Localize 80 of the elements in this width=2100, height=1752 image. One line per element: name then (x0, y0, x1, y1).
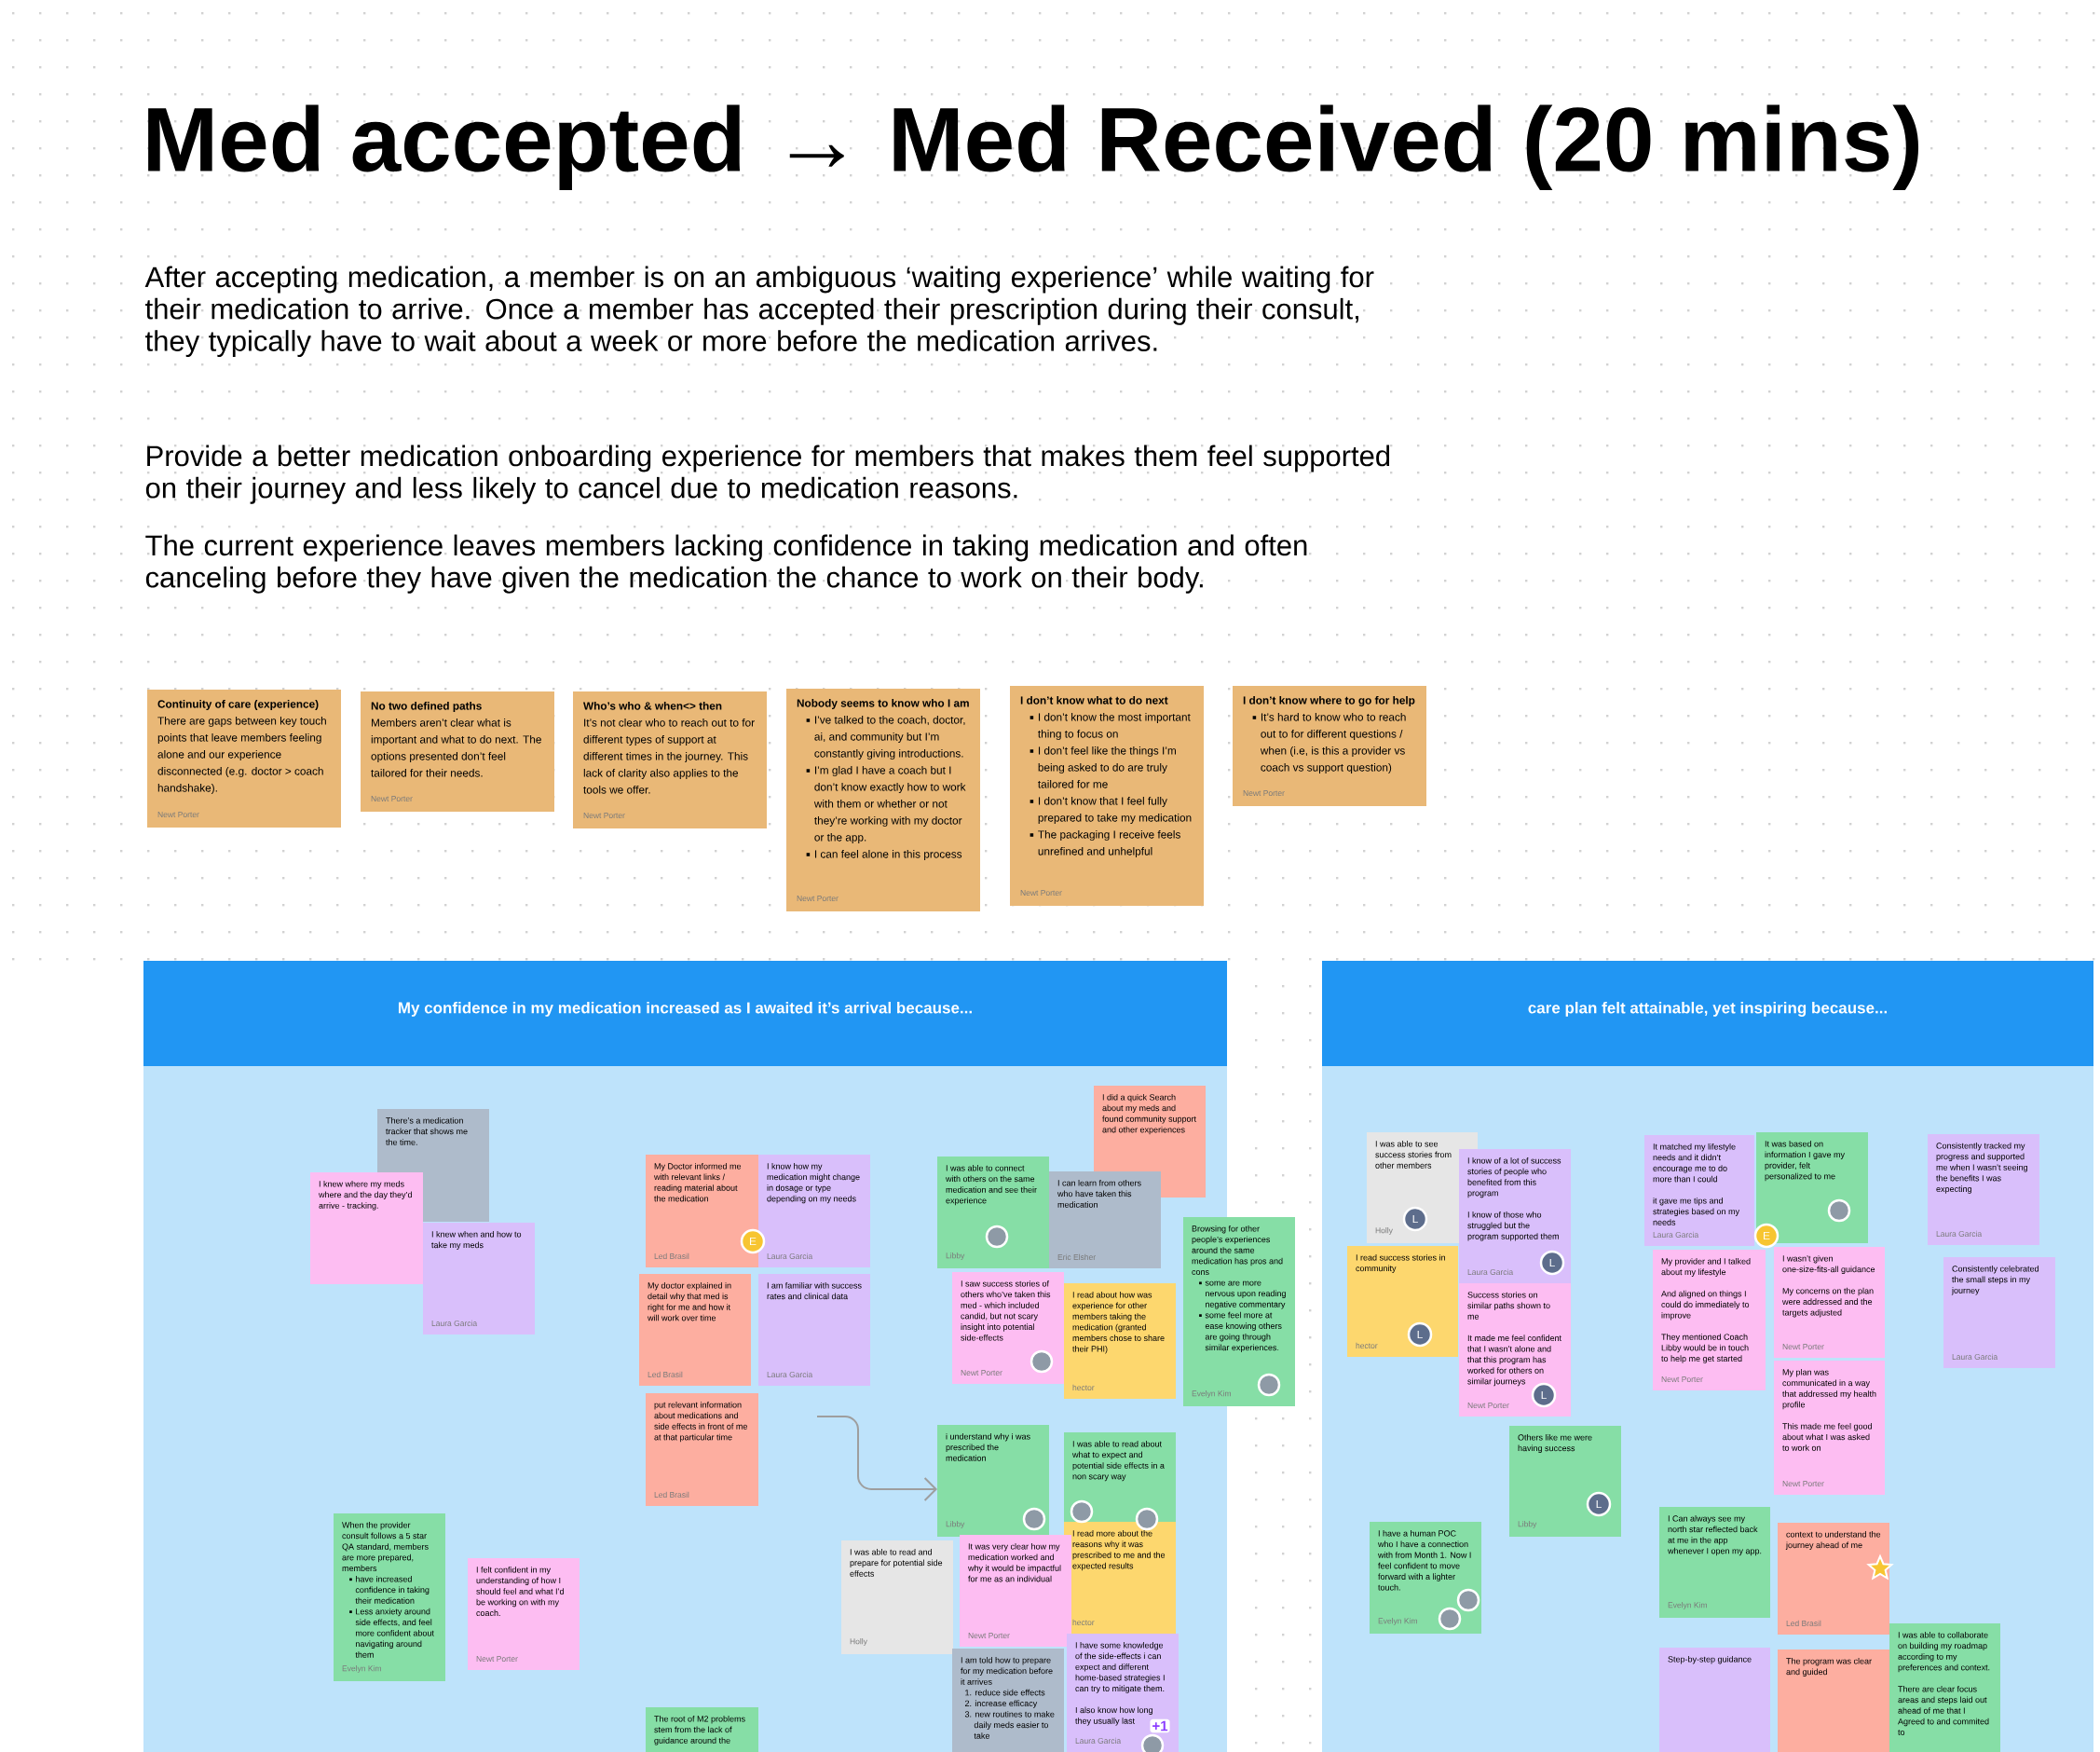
sticky-note: I was able to collaborate on building my roadmap according to my preferences and context. There are clear focus areas and steps laid out ahead of me that I Agreed to and commited to (1889, 1623, 2000, 1752)
description-text: After accepting medication, a member is on an ambiguous ‘waiting experience’ while waiting for their medication to arrive. Once a member has accepted their prescription during their consult, they typically have to wait about a week or more before the medication arrives. (144, 266, 1374, 358)
sticky-note: I was able to connect with others on the same medication and see their experience Libby (937, 1157, 1049, 1268)
author-name: Holly (1375, 1227, 1393, 1235)
sticky-note: When the provider consult follows a 5 star QA standard, members are more prepared, members have increased confidence in taking their medication Less anxiety around side effects, and feel more confident about navigating around them Evelyn Kim (334, 1513, 445, 1681)
author-name: Led Brasil (654, 1252, 689, 1259)
sticky-note: I was able to read about what to expect and potential side effects in a non scary way (1064, 1432, 1176, 1522)
author-name: Laura Garcia (767, 1371, 813, 1377)
sticky-note: The root of M2 problems stem from the lack of guidance around the (646, 1707, 758, 1752)
author-name: Libby (1518, 1521, 1537, 1528)
author-name: Laura Garcia (1936, 1230, 1983, 1237)
sticky-note: put relevant information about medications and side effects in front of me at that particular time Led Brasil (646, 1393, 758, 1506)
sticky-note: My provider and I talked about my lifestyle And aligned on things I could do immediately to improve They mentioned Coach Libby would be in touch to help me get started Newt Porter (1653, 1250, 1766, 1390)
author-name: Newt Porter (797, 896, 839, 901)
sticky-note: I don’t know what to do next I don’t know the most important thing to focus on I don’t feel like the things I’m being asked to do are truly tailored for me I don’t know that I feel fully prepared to take my medication The packaging I receive feels unrefined and unhelpful Newt Porter (1010, 686, 1204, 906)
sticky-note: Consistently celebrated the small steps in my journey Laura Garcia (1943, 1257, 2055, 1368)
sticky-note: I know how my medication might change in dosage or type depending on my needs Laura Garcia (758, 1155, 870, 1267)
sticky-note: Who’s who & when<> then It’s not clear who to reach out to for different types of support at different times in the journey. This lack of clarity also applies to the tools we offer. Newt Porter (573, 691, 767, 828)
arrow (816, 1416, 937, 1501)
sticky-note: I Can always see my north star reflected back at me in the app whenever I open my app. Evelyn Kim (1659, 1507, 1770, 1618)
sticky-note: Continuity of care (experience) There are gaps between key touch points that leave members feeling alone and our experience disconnected (e.g. doctor > coach handshake). Newt Porter (147, 690, 341, 828)
sticky-note: I read about how was experience for other members taking the medication (granted members chose to share their PHI) hector (1064, 1283, 1176, 1399)
sticky-note: I can learn from others who have taken this medication Eric Elsher (1049, 1171, 1161, 1268)
author-name: hector (1072, 1384, 1095, 1390)
sticky-note: I knew when and how to take my meds Laura Garcia (423, 1223, 535, 1335)
author-name: Evelyn Kim (342, 1665, 381, 1673)
author-name: Laura Garcia (1653, 1231, 1699, 1238)
sticky-note: I read more about the reasons why it was prescribed to me and the expected results hector (1064, 1522, 1176, 1634)
author-name: Libby (946, 1252, 965, 1260)
sticky-note: I don’t know where to go for help It’s hard to know who to reach out to for different questions / when (i.e, is this a provider vs coach vs support question) Newt Porter (1233, 686, 1426, 806)
author-name: Eric Elsher (1057, 1253, 1096, 1260)
sticky-note: I was able to read and prepare for potential side effects Holly (841, 1540, 953, 1654)
sticky-note: No two defined paths Members aren’t clear what is important and what to do next. The options presented don’t feel tailored for their needs. Newt Porter (361, 691, 554, 812)
sticky-note: My plan was communicated in a way that addressed my health profile This made me feel good about what I was asked to work on Newt Porter (1774, 1361, 1885, 1495)
author-name: Evelyn Kim (1668, 1602, 1707, 1609)
author-name: Newt Porter (157, 812, 199, 817)
author-name: hector (1072, 1619, 1095, 1625)
author-name: Laura Garcia (431, 1320, 478, 1326)
author-name: Led Brasil (648, 1371, 683, 1377)
sticky-note: i understand why i was prescribed the medication Libby (937, 1425, 1049, 1537)
sticky-note: I have a human POC who I have a connection with from Month 1. Now I feel confident to move forward with a lighter touch. Evelyn Kim (1370, 1522, 1481, 1634)
author-name: Newt Porter (968, 1633, 1010, 1638)
sticky-note: The program was clear and guided (1778, 1649, 1889, 1752)
author-name: Led Brasil (654, 1491, 689, 1498)
author-name: Laura Garcia (1952, 1353, 1998, 1360)
author-name: Newt Porter (1467, 1403, 1509, 1408)
author-name: Newt Porter (371, 796, 413, 801)
sticky-note: It matched my lifestyle needs and it didn’t encourage me to do more than I could it gave me tips and strategies based on my needs Laura Garcia (1644, 1135, 1754, 1246)
sticky-note: Consistently tracked my progress and supported me when I wasn’t seeing the benefits I was expecting Laura Garcia (1928, 1134, 2039, 1245)
author-name: Led Brasil (1786, 1620, 1821, 1626)
sticky-note: Step-by-step guidance (1659, 1648, 1770, 1752)
author-name: Newt Porter (1782, 1344, 1824, 1349)
author-name: Holly (850, 1638, 867, 1646)
sticky-note: I saw success stories of others who’ve taken this med - which included candid, but not scary insight into potential side-effects Newt Porter (952, 1272, 1064, 1384)
sticky-note: It was very clear how my medication worked and why it would be impactful for me as an individual Newt Porter (960, 1535, 1071, 1647)
author-name: Libby (946, 1521, 965, 1528)
author-name: Newt Porter (583, 813, 625, 818)
author-name: Newt Porter (1243, 790, 1285, 796)
author-name: Newt Porter (1782, 1481, 1824, 1486)
sticky-note: I knew where my meds where and the day they’d arrive - tracking. (310, 1172, 423, 1284)
sticky-note: My doctor explained in detail why that med is right for me and how it will work over time Led Brasil (639, 1274, 751, 1386)
author-name: Newt Porter (961, 1370, 1002, 1376)
author-name: hector (1356, 1342, 1378, 1348)
title: Med accepted → Med Received (20 mins) (148, 104, 1918, 190)
sticky-note: I wasn’t given one-size-fits-all guidance My concerns on the plan were addressed and the targets adjusted Newt Porter (1774, 1247, 1885, 1358)
description-text: Provide a better medication onboarding experience for members that makes them feel supported on their journey and less likely to cancel due to medication reasons. (145, 445, 1390, 504)
sticky-note: I am told how to prepare for my medication before it arrives 1. reduce side effects 2. increase efficacy 3. new routines to make daily meds easier to take (952, 1649, 1064, 1752)
sticky-note: I felt confident in my understanding of how I should feel and what I’d be working on with my coach. Newt Porter (468, 1558, 580, 1670)
sticky-note: Nobody seems to know who I am I’ve talked to the coach, doctor, ai, and community but I’m constantly giving introductions. I’m glad I have a coach but I don’t know exactly how to work with them or whether or not they’re working with my doctor or the app. I can feel alone in this process Newt Porter (786, 689, 980, 911)
sticky-note: context to understand the journey ahead of me Led Brasil (1778, 1523, 1889, 1635)
author-name: Laura Garcia (1467, 1268, 1514, 1275)
author-name: Newt Porter (1661, 1376, 1703, 1382)
sticky-note: Browsing for other people’s experiences around the same medication has pros and cons some are more nervous upon reading negative commentary some feel more at ease knowing others are going through similar experiences. Evelyn Kim (1183, 1217, 1295, 1406)
author-name: Evelyn Kim (1378, 1618, 1417, 1625)
author-name: Laura Garcia (1075, 1737, 1122, 1744)
author-name: Laura Garcia (767, 1252, 813, 1259)
author-name: Newt Porter (1020, 890, 1062, 896)
author-name: Newt Porter (476, 1656, 518, 1662)
sticky-note: I am familiar with success rates and clinical data Laura Garcia (758, 1274, 870, 1386)
description-text: The current experience leaves members lacking confidence in taking medication and often canceling before they have given the medication the chance to work on their body. (145, 534, 1307, 594)
